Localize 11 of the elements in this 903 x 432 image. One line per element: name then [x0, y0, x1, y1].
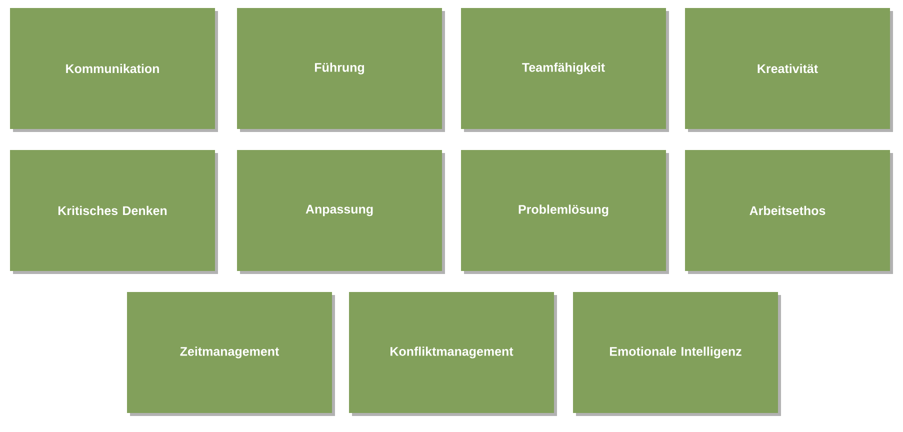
- skill-box: Teamfähigkeit: [461, 8, 669, 132]
- skill-box: Zeitmanagement: [127, 292, 335, 416]
- skill-box: Problemlösung: [461, 150, 669, 274]
- skill-box: Anpassung: [237, 150, 445, 274]
- skill-box: Arbeitsethos: [685, 150, 893, 274]
- skill-box: Führung: [237, 8, 445, 132]
- skill-box: Kritisches Denken: [10, 150, 218, 274]
- skill-box: Kommunikation: [10, 8, 218, 132]
- skill-box: Emotionale Intelligenz: [573, 292, 781, 416]
- skill-box: Konfliktmanagement: [349, 292, 557, 416]
- skill-box: Kreativität: [685, 8, 893, 132]
